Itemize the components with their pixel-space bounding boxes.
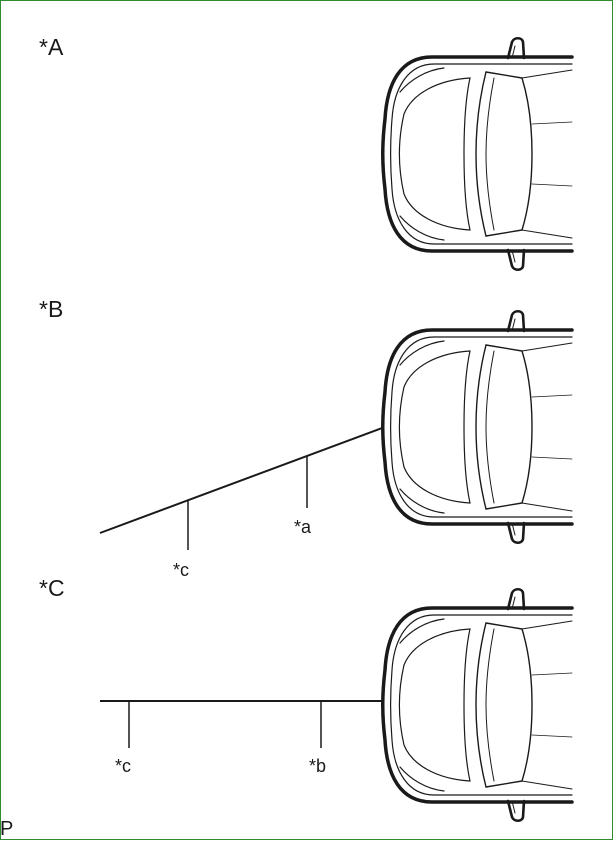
vehicle-top-view-a: [381, 36, 574, 272]
corner-mark: P: [0, 818, 14, 840]
panel-label-a: *A: [39, 34, 64, 60]
panel-label-b: *B: [39, 296, 64, 322]
callout-a: *a: [294, 517, 312, 537]
panel-label-c: *C: [39, 575, 65, 601]
vehicle-top-view-b: [381, 309, 574, 545]
callout-b: *b: [309, 756, 327, 776]
angled-measurement-line: [99, 427, 383, 534]
callout-c-panel-b: *c: [173, 560, 190, 580]
callout-c-panel-c: *c: [115, 756, 132, 776]
vehicle-top-view-c: [381, 587, 574, 823]
